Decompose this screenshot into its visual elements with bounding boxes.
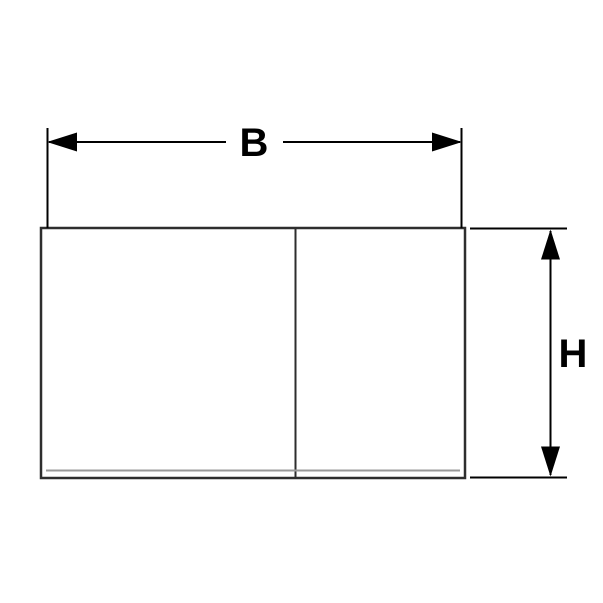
height-arrowhead-bottom-icon [541,446,560,477]
height-dimension-label: H [559,332,588,376]
plate-outline [39,226,467,480]
height-arrowhead-top-icon [541,229,560,260]
width-dimension: B [46,118,463,228]
width-dimension-label: B [240,121,269,165]
height-dimension: H [470,227,588,479]
width-label-background [226,118,283,165]
width-arrowhead-left-icon [47,132,77,152]
width-arrowhead-right-icon [432,132,462,152]
plate [39,226,467,480]
